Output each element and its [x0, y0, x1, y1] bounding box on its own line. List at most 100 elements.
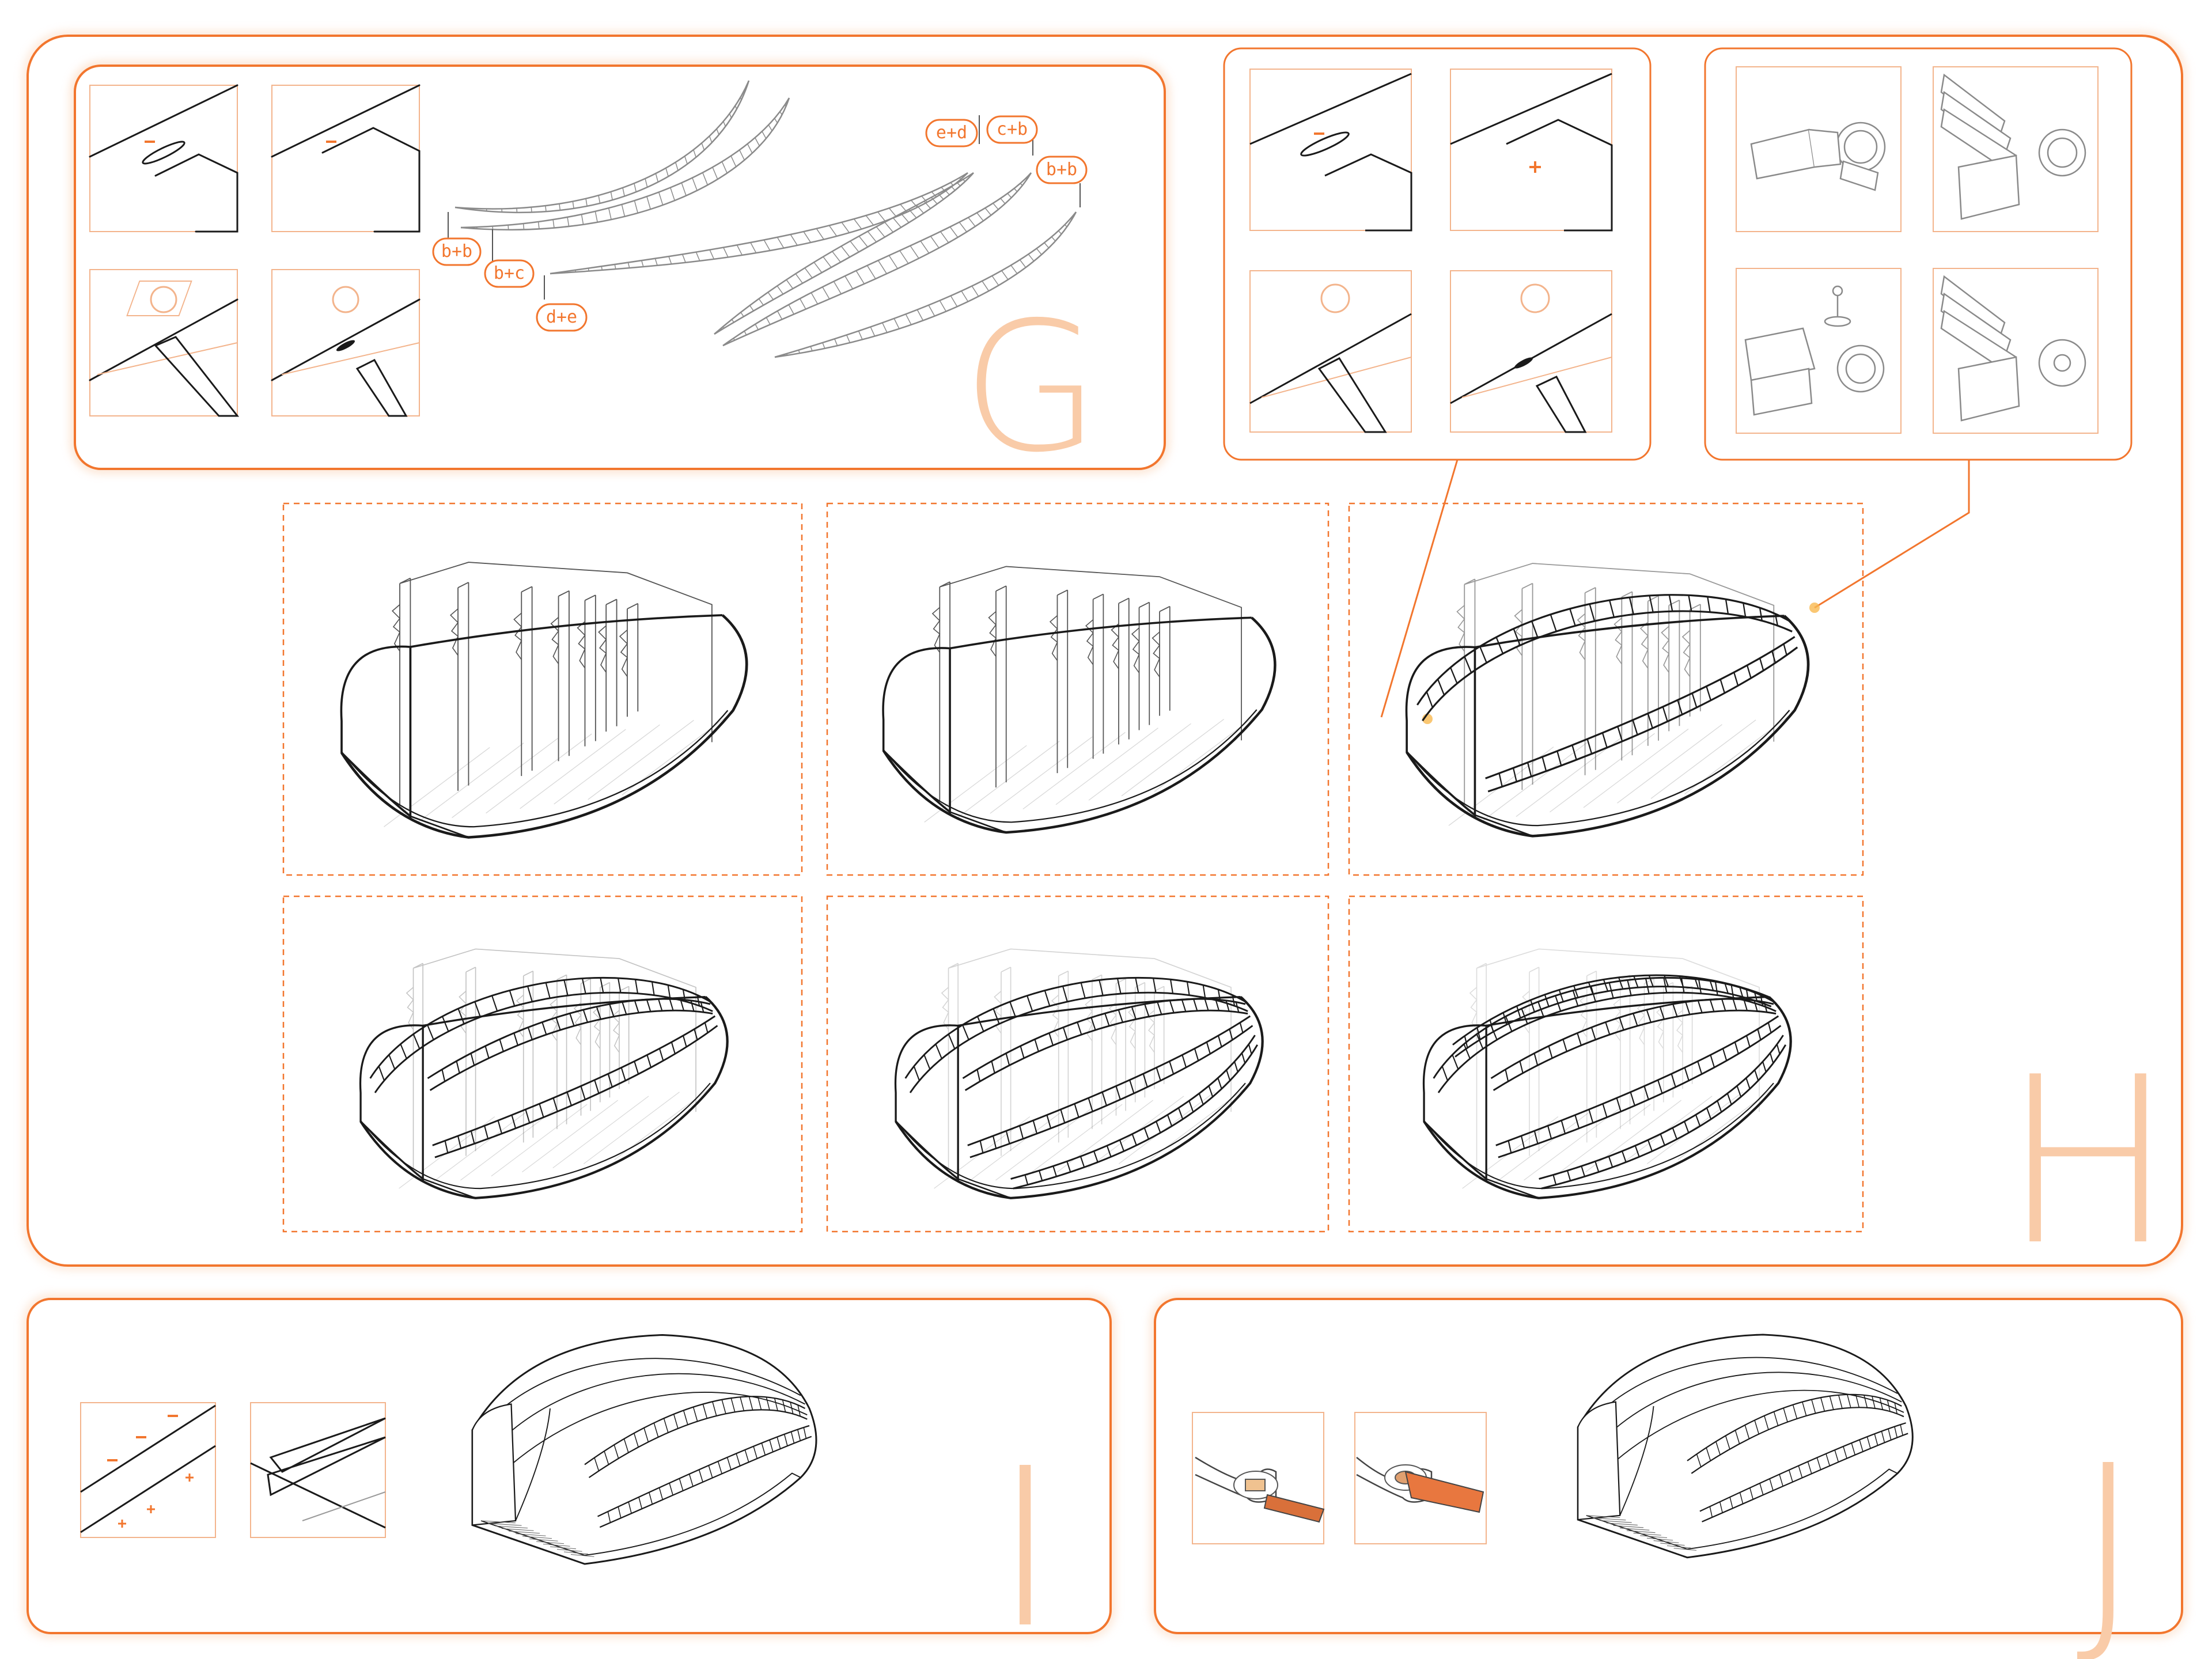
strip-hatch — [1036, 248, 1042, 255]
h-shell-1 — [340, 562, 748, 839]
strip-hatch — [1816, 1457, 1821, 1470]
strip-hatch — [1502, 1012, 1508, 1025]
strip-hatch — [877, 211, 886, 222]
strip-hatch — [645, 178, 648, 188]
strip-hatch — [786, 279, 794, 289]
strip-hatch — [658, 192, 664, 206]
strip-hatch — [1696, 1454, 1702, 1467]
strip-hatch — [783, 1434, 788, 1446]
strip-hatch — [905, 313, 912, 325]
strip-hatch — [1051, 236, 1056, 242]
strip-hatch — [908, 209, 917, 218]
strip-hatch — [1608, 1156, 1613, 1168]
strip-hatch — [708, 1465, 713, 1478]
strip-hatch — [1709, 1506, 1713, 1518]
strip-hatch — [680, 999, 685, 1011]
strip-hatch — [1760, 995, 1764, 1006]
strip-hatch — [766, 317, 771, 325]
strip-hatch — [782, 1399, 786, 1412]
strip-hatch — [669, 1483, 673, 1495]
strip-hatch — [400, 1044, 407, 1059]
strip-hatch — [441, 1069, 446, 1082]
strip-hatch — [1248, 1044, 1252, 1055]
strip-hatch — [1672, 1003, 1678, 1017]
strip-hatch — [870, 327, 876, 336]
g-thumb-4 — [271, 269, 421, 417]
strip-hatch — [1044, 242, 1050, 248]
strip-hatch — [622, 187, 625, 196]
strip-hatch — [1489, 1020, 1494, 1032]
strip-hatch — [1698, 979, 1702, 994]
strip-hatch — [610, 191, 613, 200]
strip-hatch — [739, 149, 745, 161]
strip-hatch — [1900, 1425, 1903, 1436]
section-letter-j: J — [2076, 1418, 2141, 1659]
strip-hatch — [511, 1115, 517, 1129]
h-shell-2 — [882, 566, 1277, 834]
strip-hatch — [1726, 1093, 1732, 1105]
strip-hatch — [1571, 745, 1577, 760]
strip-hatch — [1715, 1441, 1721, 1455]
strip-hatch — [1118, 1009, 1123, 1023]
strip-hatch — [1710, 1055, 1715, 1068]
strip-hatch — [962, 1024, 969, 1040]
strip-hatch — [1498, 773, 1503, 787]
strip-hatch — [1513, 628, 1521, 646]
strip-hatch — [1512, 767, 1517, 782]
strip-hatch — [858, 236, 868, 248]
strip-hatch — [747, 143, 753, 154]
strip-hatch — [769, 1440, 774, 1452]
strip-hatch — [1811, 1399, 1816, 1414]
strip-hatch — [1426, 691, 1434, 708]
strip-hatch — [823, 256, 832, 268]
strip-hatch — [634, 1433, 639, 1448]
strip-hatch — [688, 1474, 694, 1487]
strip-hatch — [1719, 1501, 1723, 1513]
strip-hatch — [594, 1080, 600, 1094]
strip-edge — [1485, 636, 1796, 779]
strip-hatch — [763, 240, 771, 251]
h-shell-5 — [894, 948, 1264, 1199]
strip-hatch — [1887, 1400, 1891, 1412]
strip-hatch — [1188, 1100, 1194, 1112]
strip-hatch — [971, 286, 979, 297]
strip-hatch — [525, 1109, 531, 1123]
strip-hatch — [588, 268, 589, 271]
strip-hatch — [665, 168, 669, 177]
strip-hatch — [1601, 732, 1608, 748]
strip-hatch — [531, 207, 532, 213]
strip-hatch — [774, 1398, 778, 1411]
strip-hatch — [1135, 978, 1139, 993]
g-strip-labels: b+b b+c d+e e+d c+b b+b — [432, 115, 1088, 332]
strip-hatch — [1547, 1126, 1552, 1139]
strip-hatch — [1070, 218, 1073, 220]
panel-connector-details-1 — [1223, 47, 1652, 461]
strip-hatch — [1706, 1107, 1712, 1120]
strip-hatch — [673, 1414, 679, 1429]
strip-hatch — [1010, 265, 1018, 274]
strip-hatch — [1749, 1487, 1753, 1500]
strip-hatch — [1739, 986, 1744, 998]
strip-hatch — [1838, 1395, 1843, 1409]
strip-hatch — [1080, 982, 1086, 999]
strip-hatch — [1217, 1035, 1222, 1047]
strip-hatch — [1065, 224, 1067, 228]
strip-hatch — [1677, 699, 1683, 715]
strip-hatch — [1520, 1135, 1525, 1149]
strip-hatch — [1691, 693, 1698, 708]
strip-hatch — [803, 231, 812, 243]
h-step-frame-3 — [1348, 502, 1864, 876]
strip-hatch — [840, 245, 850, 257]
strip-hatch — [1027, 995, 1033, 1012]
strip-hatch — [1234, 1061, 1238, 1073]
strip-hatch — [1783, 1408, 1788, 1422]
strip-hatch — [916, 204, 924, 214]
strip-hatch — [694, 1029, 698, 1040]
strip-hatch — [1115, 1086, 1121, 1100]
strip-hatch — [968, 176, 970, 178]
label-text: d+e — [546, 307, 577, 327]
strip-hatch — [675, 162, 679, 171]
shell-ribs — [904, 977, 1259, 1190]
strip-hatch — [730, 1397, 736, 1412]
strip-hatch — [1759, 658, 1764, 671]
